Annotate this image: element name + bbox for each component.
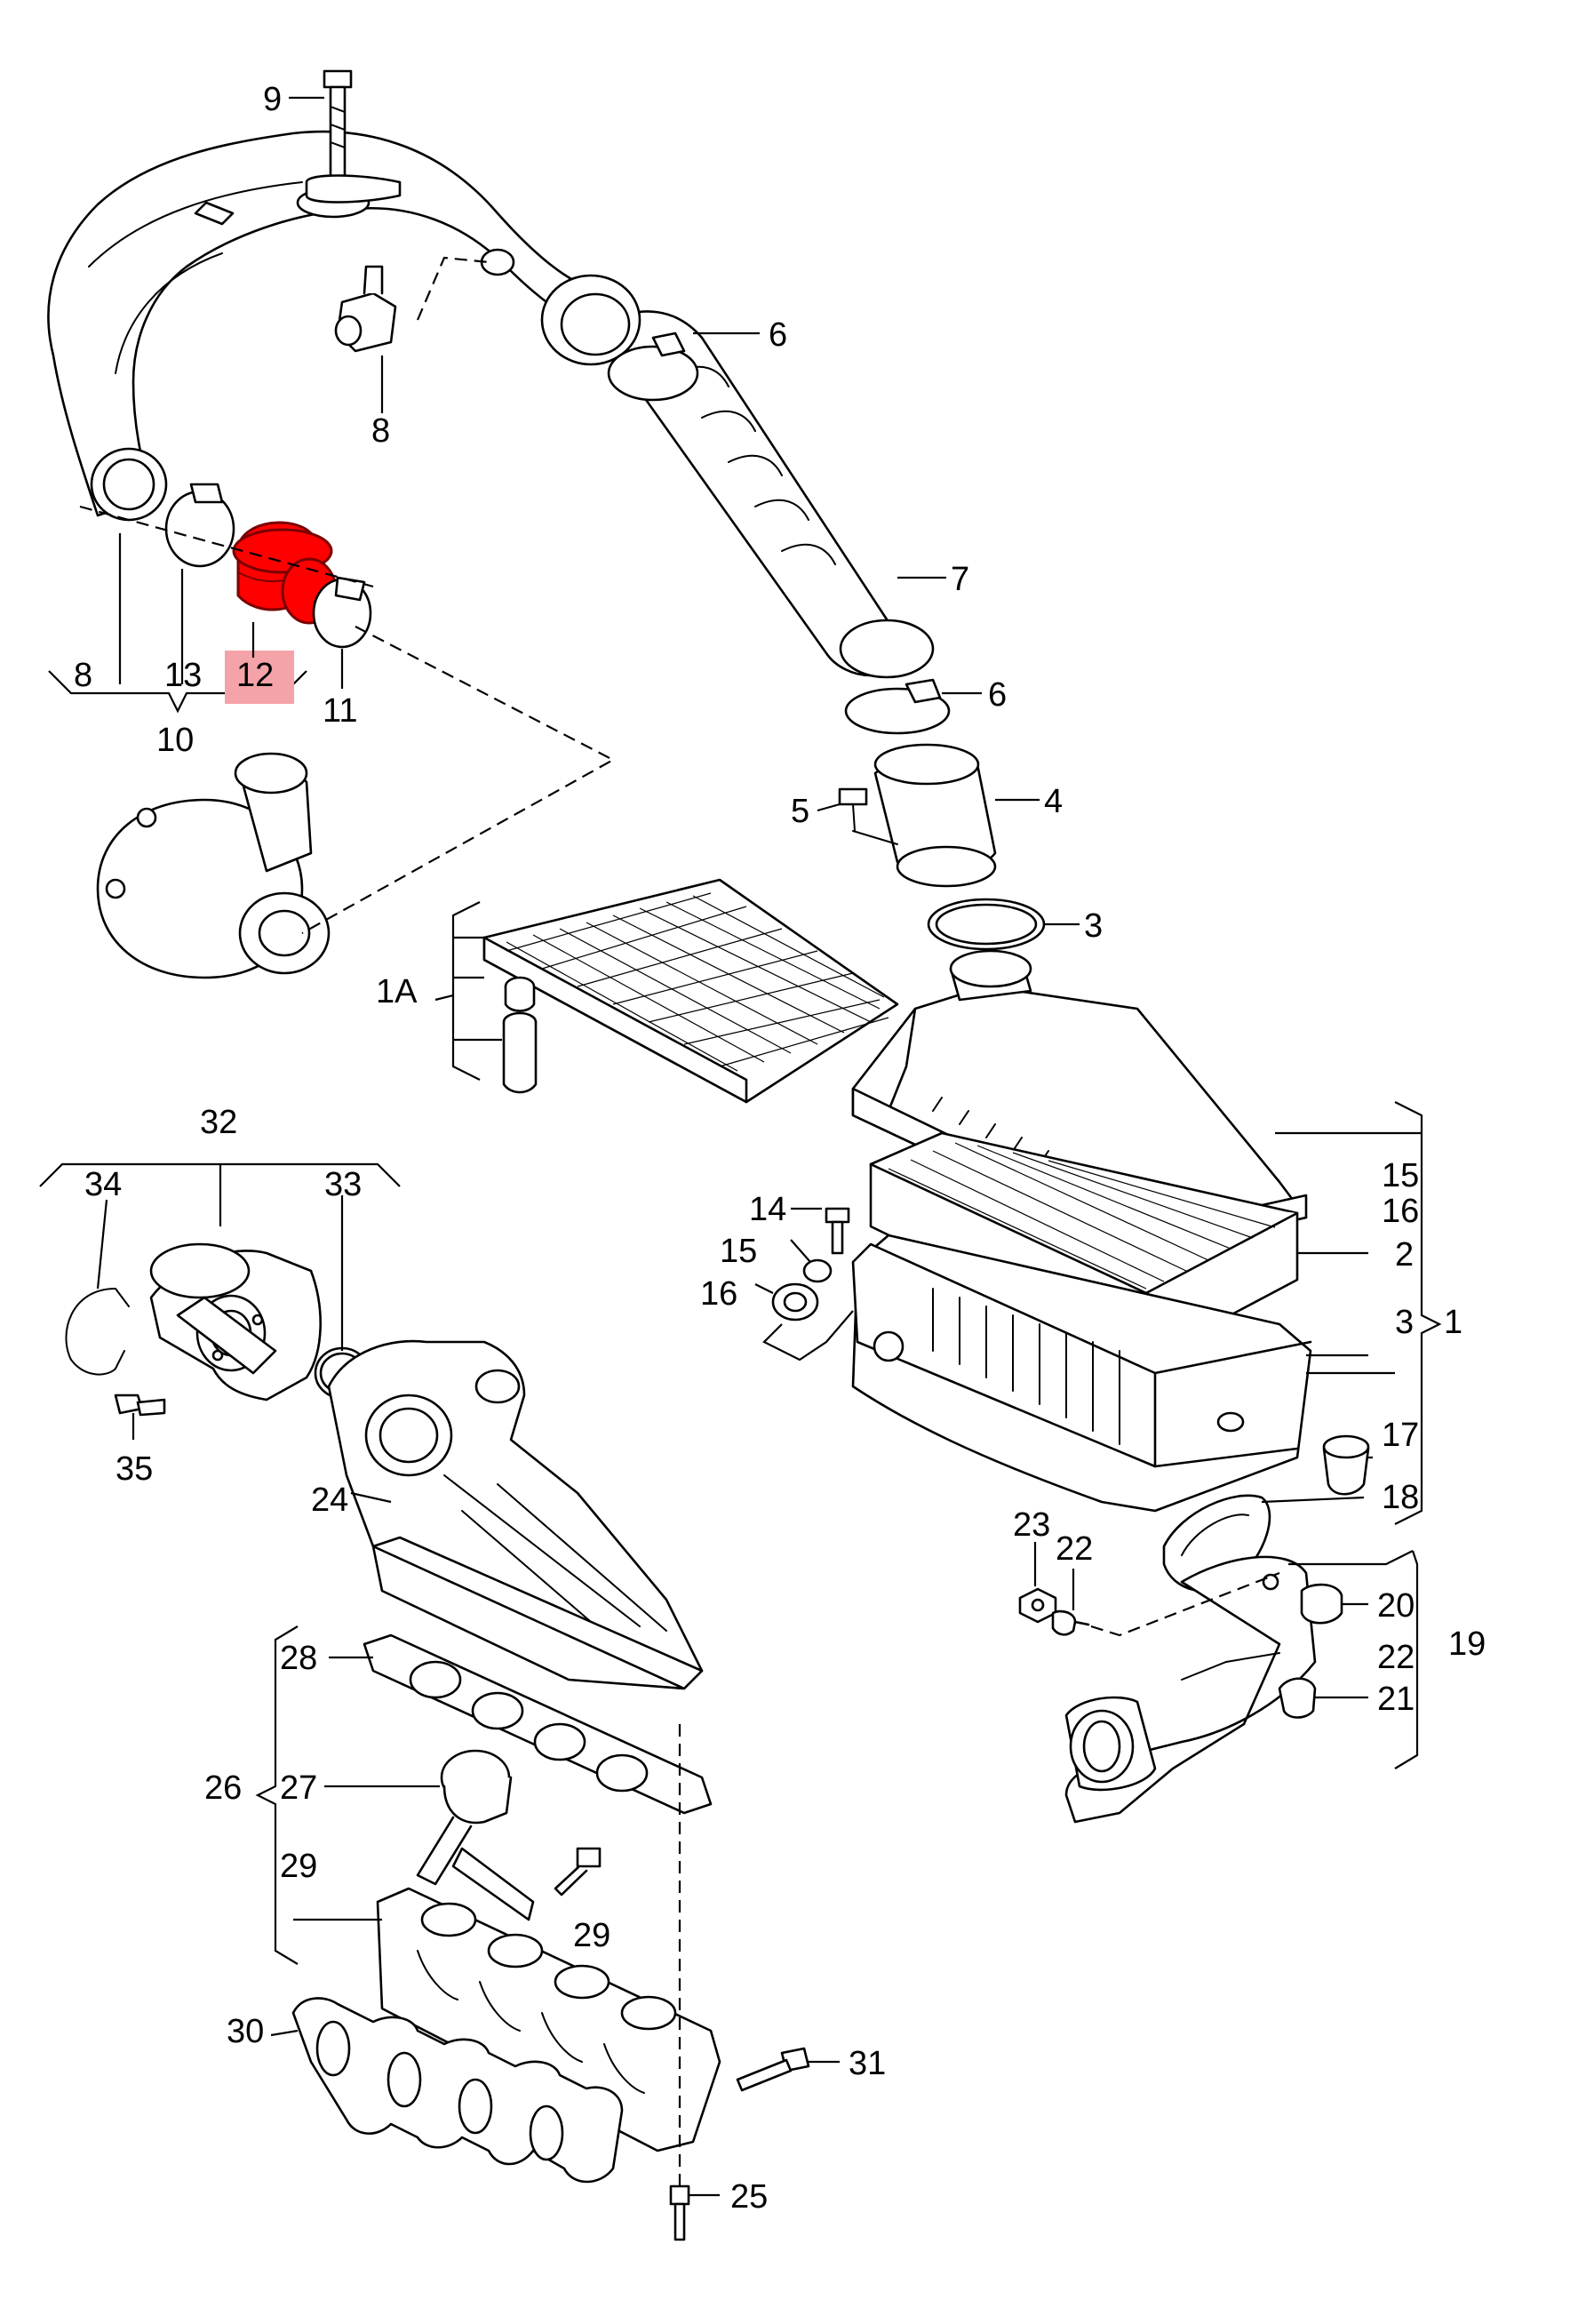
assembly-line-sensor [416, 256, 490, 321]
callout-17: 17 [1382, 1417, 1419, 1454]
assembly-line-duct [1090, 1571, 1280, 1637]
leader-lines [96, 96, 1422, 2197]
callout-32: 32 [200, 1104, 237, 1141]
bracket-19 [1288, 1550, 1419, 1769]
air-intake-duct-19 [1064, 1555, 1317, 1824]
bracket-32 [39, 1162, 401, 1226]
callout-15-left: 15 [720, 1233, 757, 1270]
rubber-buffer-17 [1322, 1434, 1370, 1496]
filter-insert-1A [482, 878, 899, 1104]
bracket-14-16 [762, 1310, 854, 1362]
callout-4: 4 [1044, 783, 1063, 820]
callout-18: 18 [1382, 1479, 1419, 1516]
bolt-35 [114, 1394, 166, 1417]
wire-clip-34 [65, 1288, 130, 1376]
callout-25: 25 [730, 2178, 768, 2216]
seal-ring-3 [927, 898, 1046, 951]
clamp-6-top [607, 331, 699, 402]
bolt-31 [736, 2047, 810, 2092]
bracket-1 [1394, 1101, 1442, 1525]
callout-3-top: 3 [1084, 907, 1103, 945]
callout-1: 1 [1444, 1304, 1462, 1341]
nut-23-bolt-22 [1018, 1571, 1280, 1637]
callout-22-left: 22 [1056, 1530, 1093, 1568]
callout-21: 21 [1377, 1681, 1415, 1718]
callout-12: 12 [236, 657, 274, 694]
gasket-30 [291, 1997, 624, 2184]
callout-30: 30 [227, 2013, 264, 2050]
callout-3-right: 3 [1395, 1304, 1414, 1341]
callout-2: 2 [1395, 1236, 1414, 1274]
manifold-lower-26 [376, 1887, 721, 2152]
callout-10: 10 [156, 722, 194, 759]
clamp-6-bottom [844, 678, 951, 735]
actuator-27 [416, 1749, 535, 1921]
callout-23: 23 [1013, 1506, 1050, 1544]
callout-28: 28 [280, 1640, 317, 1677]
callout-20: 20 [1377, 1587, 1415, 1625]
intake-manifold-24 [327, 1339, 704, 1690]
callout-31: 31 [849, 2045, 886, 2082]
callout-35: 35 [116, 1450, 153, 1488]
highlight-box-12 [225, 651, 294, 704]
bolt-25 [669, 2184, 690, 2241]
callout-9: 9 [263, 81, 282, 118]
mass-air-flow-meter-4 [873, 743, 997, 888]
callout-8-top: 8 [371, 412, 390, 450]
turbocharger [96, 752, 331, 979]
bracket-1A [434, 901, 502, 1081]
callout-27: 27 [280, 1769, 317, 1807]
callout-15-right: 15 [1382, 1157, 1419, 1194]
callout-29-right: 29 [573, 1917, 610, 1954]
corrugated-hose-7 [540, 274, 935, 679]
gasket-28 [363, 1633, 713, 1815]
filter-cap-parts [502, 976, 538, 1094]
assembly-line-turbo [301, 626, 616, 934]
callout-16-left: 16 [700, 1275, 737, 1313]
callout-6-top: 6 [769, 316, 787, 354]
callout-labels: 9 6 8 7 6 4 5 3 8 13 12 11 10 1A 32 34 3… [74, 81, 1486, 2216]
clamp-11 [312, 576, 372, 649]
callout-13: 13 [164, 657, 202, 694]
screw-5 [838, 787, 898, 845]
air-filter-lower-housing [851, 1234, 1312, 1513]
grommet-20 [1300, 1583, 1343, 1625]
callout-29-left: 29 [280, 1848, 317, 1885]
bolt-9 [305, 69, 402, 204]
callout-11: 11 [323, 692, 357, 730]
callout-5: 5 [791, 793, 809, 830]
callout-6-bottom: 6 [988, 676, 1007, 714]
charge-air-pipe [47, 130, 624, 517]
sensor-8 [334, 265, 397, 353]
callout-8-left: 8 [74, 657, 92, 694]
clamp-8-left [164, 483, 235, 568]
callout-1A: 1A [376, 973, 418, 1010]
callout-22-right: 22 [1377, 1639, 1415, 1676]
bolt-29 [554, 1847, 602, 1897]
throttle-body-32 [149, 1242, 322, 1402]
callout-34: 34 [84, 1166, 122, 1203]
grommet-14-15-16 [771, 1207, 850, 1322]
clamp-13 [90, 447, 168, 522]
grommet-21 [1278, 1677, 1317, 1719]
callout-14: 14 [749, 1191, 786, 1228]
callout-24: 24 [311, 1481, 348, 1519]
callout-26: 26 [204, 1769, 242, 1807]
assembly-line-hose [79, 505, 374, 588]
callout-16-right: 16 [1382, 1193, 1419, 1230]
callout-7: 7 [951, 561, 969, 598]
callout-19: 19 [1448, 1625, 1486, 1663]
callout-33: 33 [324, 1166, 362, 1203]
bracket-26 [255, 1625, 299, 1965]
